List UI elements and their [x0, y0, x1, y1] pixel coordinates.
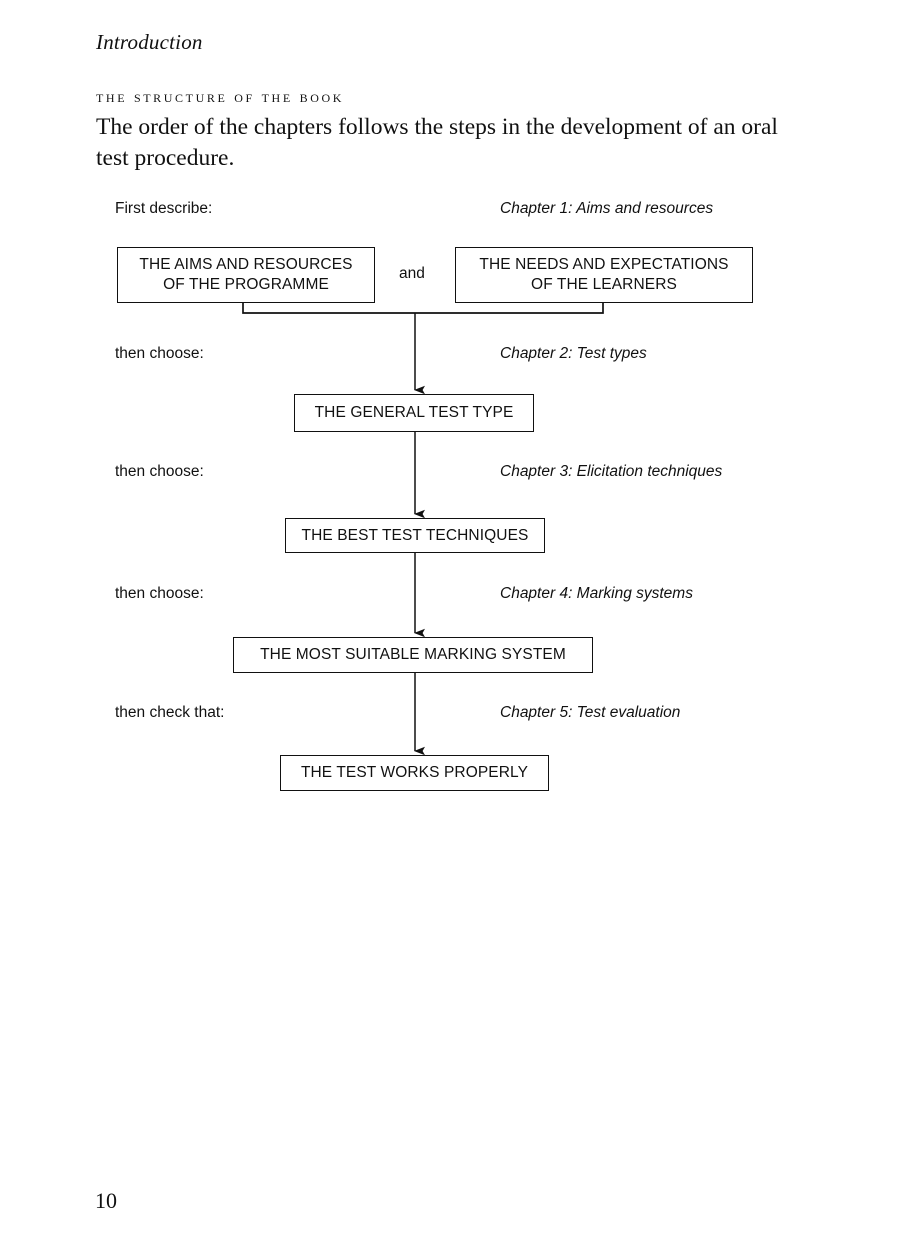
chapter-label-3: Chapter 3: Elicitation techniques	[500, 463, 723, 480]
box-text: THE GENERAL TEST TYPE	[314, 404, 514, 421]
running-head: Introduction	[96, 30, 203, 54]
box-text: THE AIMS AND RESOURCES OF THE PROGRAMME	[139, 255, 352, 295]
box-text: THE NEEDS AND EXPECTATIONS OF THE LEARNE…	[479, 255, 728, 295]
box-most-suitable-marking-system[interactable]: THE MOST SUITABLE MARKING SYSTEM	[233, 637, 593, 673]
step-label-then-check-that: then check that:	[115, 704, 225, 721]
conjunction-and: and	[399, 265, 425, 282]
step-label-then-choose-3: then choose:	[115, 463, 204, 480]
box-line-2: OF THE PROGRAMME	[163, 276, 329, 293]
box-line-1: THE AIMS AND RESOURCES	[139, 256, 353, 273]
bracket-connector	[242, 302, 604, 314]
flowchart-connectors	[242, 302, 604, 756]
step-label-first-describe: First describe:	[115, 200, 213, 217]
chapter-label-2: Chapter 2: Test types	[500, 345, 647, 362]
box-text: THE MOST SUITABLE MARKING SYSTEM	[260, 646, 566, 663]
step-label-then-choose-4: then choose:	[115, 585, 204, 602]
structure-flowchart: First describe: Chapter 1: Aims and reso…	[115, 200, 753, 791]
box-line-2: OF THE LEARNERS	[531, 276, 677, 293]
chapter-label-5: Chapter 5: Test evaluation	[500, 704, 681, 721]
page-number: 10	[95, 1188, 117, 1213]
step-label-then-choose-2: then choose:	[115, 345, 204, 362]
box-text: THE TEST WORKS PROPERLY	[300, 764, 529, 781]
chapter-label-4: Chapter 4: Marking systems	[500, 585, 693, 602]
box-best-test-techniques[interactable]: THE BEST TEST TECHNIQUES	[285, 518, 545, 553]
section-heading: THE STRUCTURE OF THE BOOK	[96, 87, 345, 106]
box-general-test-type[interactable]: THE GENERAL TEST TYPE	[294, 394, 534, 432]
box-aims-and-resources[interactable]: THE AIMS AND RESOURCES OF THE PROGRAMME	[117, 247, 375, 303]
box-line-1: THE NEEDS AND EXPECTATIONS	[479, 256, 729, 273]
box-needs-and-expectations[interactable]: THE NEEDS AND EXPECTATIONS OF THE LEARNE…	[455, 247, 753, 303]
intro-paragraph: The order of the chapters follows the st…	[96, 114, 778, 171]
box-text: THE BEST TEST TECHNIQUES	[301, 526, 529, 544]
box-test-works-properly[interactable]: THE TEST WORKS PROPERLY	[280, 755, 549, 791]
chapter-label-1: Chapter 1: Aims and resources	[500, 200, 714, 217]
